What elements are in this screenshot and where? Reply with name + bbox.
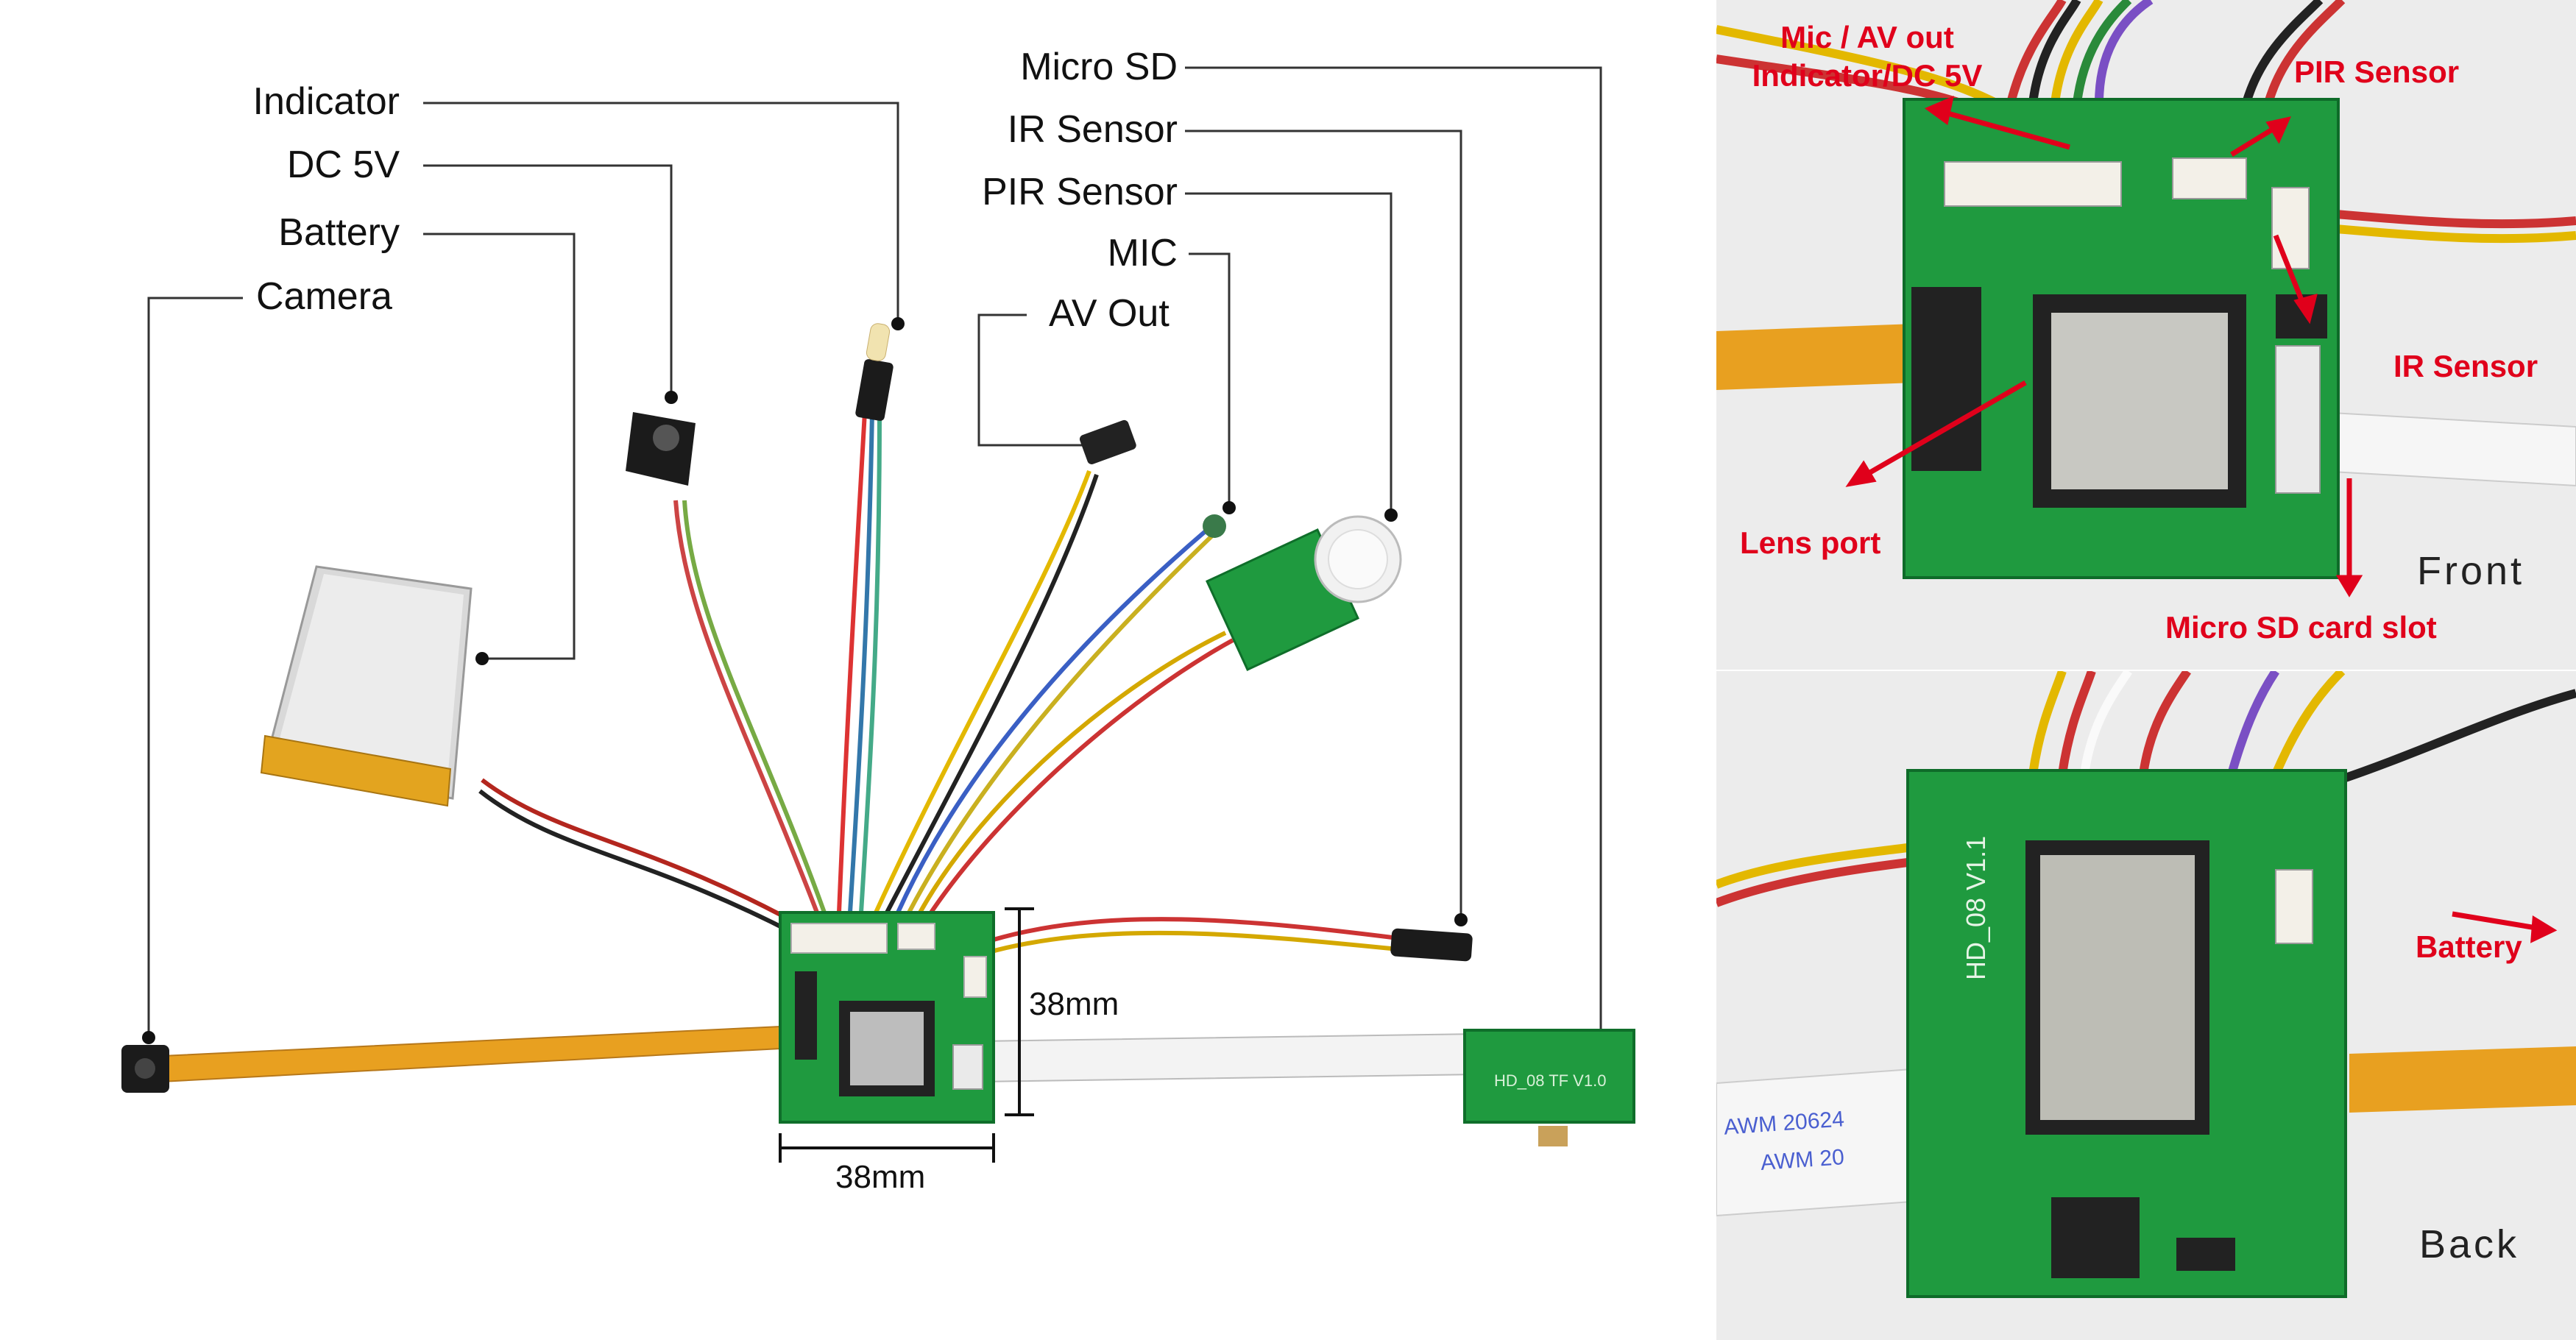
leader-camera: [147, 297, 243, 1038]
back-arrow: [2452, 911, 2558, 943]
leader-battery: [423, 233, 576, 660]
front-ribbon: [2319, 411, 2576, 487]
front-arrows: [1845, 96, 2363, 598]
camera-module: [121, 1045, 169, 1093]
leader-av: [977, 313, 1089, 447]
component-diagram: [121, 66, 1635, 1163]
back-ribbon: [1716, 1067, 1923, 1217]
sd-board-marking: HD_08 TF V1.0: [1494, 1071, 1607, 1090]
leader-lines: [147, 66, 1602, 1052]
mic-capsule: [1203, 514, 1226, 538]
callout-sd: Micro SD card slot: [2165, 610, 2437, 645]
dimension-arrows: [779, 907, 1034, 1163]
wires: [478, 411, 1399, 955]
front-flex: [1716, 324, 1915, 390]
label-battery: Battery: [278, 211, 400, 254]
callout-ir: IR Sensor: [2393, 349, 2538, 383]
av-out-plug: [1079, 419, 1136, 464]
label-pir-sensor: PIR Sensor: [982, 171, 1178, 213]
leader-indicator: [423, 102, 899, 324]
sd-card-board: [1463, 1029, 1635, 1146]
sd-ribbon-cable: [978, 1032, 1480, 1083]
label-ir-sensor: IR Sensor: [1007, 108, 1178, 151]
callout-indicator-dc: Indicator/DC 5V: [1752, 58, 1983, 93]
label-dc5v: DC 5V: [286, 143, 400, 186]
leader-ir: [1185, 130, 1462, 920]
indicator-led: [855, 323, 894, 421]
front-side-label: Front: [2417, 549, 2525, 593]
leader-mic: [1189, 252, 1231, 508]
back-board-marking: HD_08 V1.1: [1961, 835, 1991, 980]
callout-mic-av: Mic / AV out: [1780, 20, 1954, 54]
back-wires: [1716, 671, 2576, 907]
front-photo: Mic / AV out Indicator/DC 5V PIR Sensor …: [1716, 0, 2576, 670]
battery-pack: [260, 565, 473, 807]
leader-pir: [1185, 192, 1393, 515]
leader-dc5v: [423, 164, 673, 397]
label-av-out: AV Out: [1049, 292, 1170, 335]
camera-flex-cable: [161, 1025, 781, 1083]
back-flex: [2349, 1046, 2576, 1113]
label-indicator: Indicator: [252, 80, 400, 123]
main-board: [779, 911, 995, 1124]
ir-sensor-plug: [1390, 928, 1473, 962]
label-micro-sd: Micro SD: [1020, 46, 1178, 88]
dimension-width: 38mm: [835, 1159, 926, 1195]
pir-sensor-board: [1206, 515, 1402, 671]
dc5v-jack: [626, 412, 696, 486]
back-side-label: Back: [2419, 1222, 2520, 1266]
callout-battery: Battery: [2416, 929, 2522, 964]
leader-microsd: [1185, 66, 1602, 1052]
callout-lens: Lens port: [1740, 525, 1881, 560]
label-mic: MIC: [1107, 232, 1178, 274]
callout-pir: PIR Sensor: [2294, 54, 2460, 89]
dimension-height: 38mm: [1029, 986, 1119, 1022]
back-photo: HD_08 V1.1 AWM 20624 AWM 20 Battery Back: [1716, 671, 2576, 1340]
label-camera: Camera: [256, 275, 392, 318]
